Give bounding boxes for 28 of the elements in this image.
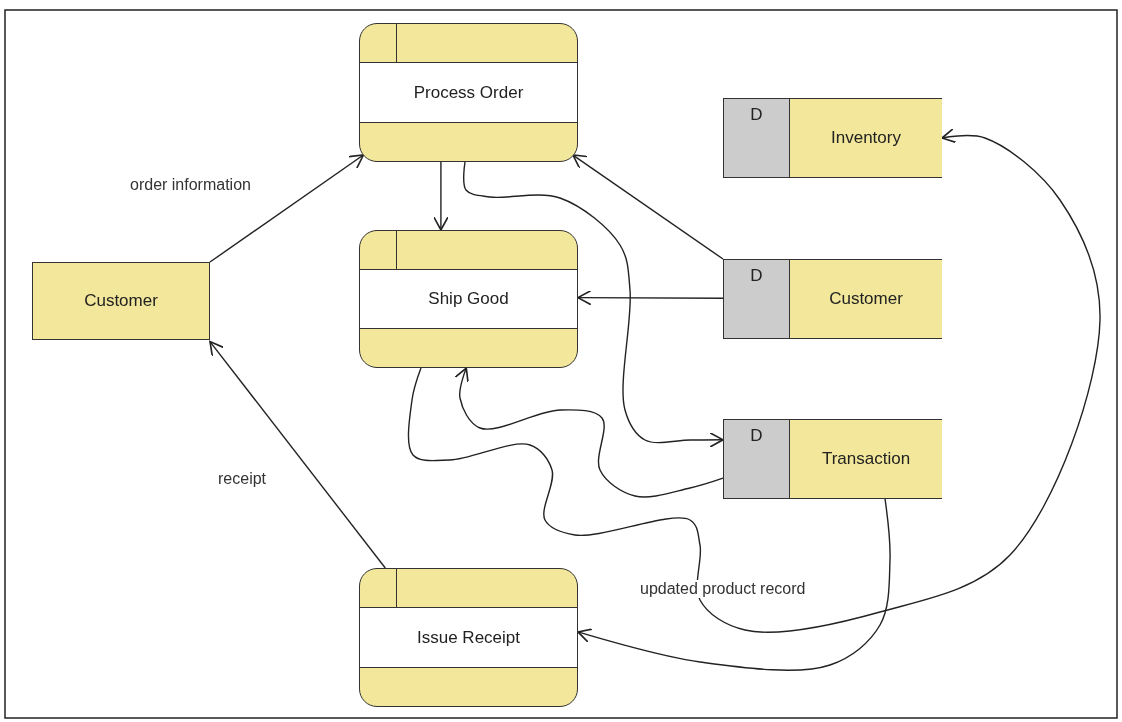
process-box [359,230,578,368]
edge-label: receipt [216,470,269,488]
arrow [454,367,724,498]
arrow [577,498,891,671]
external-entity-box [32,262,210,340]
arrow [209,154,365,263]
data-store [723,259,942,339]
arrow [433,161,449,231]
edge-label: updated product record [638,580,808,598]
arrow [209,340,386,569]
store-id: D [749,426,764,446]
entity-name: Customer [84,291,158,311]
process-name: Ship Good [428,289,509,309]
arrow [463,161,724,448]
arrow [407,127,1101,633]
store-name: Transaction [821,449,911,469]
arrow [577,289,724,306]
store-name: Inventory [831,128,901,148]
store-id: D [749,266,764,286]
process-box [359,23,578,162]
process-name: Process Order [413,82,524,103]
store-name: Customer [829,289,903,309]
store-id: D [749,105,764,125]
process-box [359,568,578,707]
process-name: Issue Receipt [417,627,520,648]
data-store [723,419,942,499]
arrow [572,154,724,260]
data-store [723,98,942,178]
